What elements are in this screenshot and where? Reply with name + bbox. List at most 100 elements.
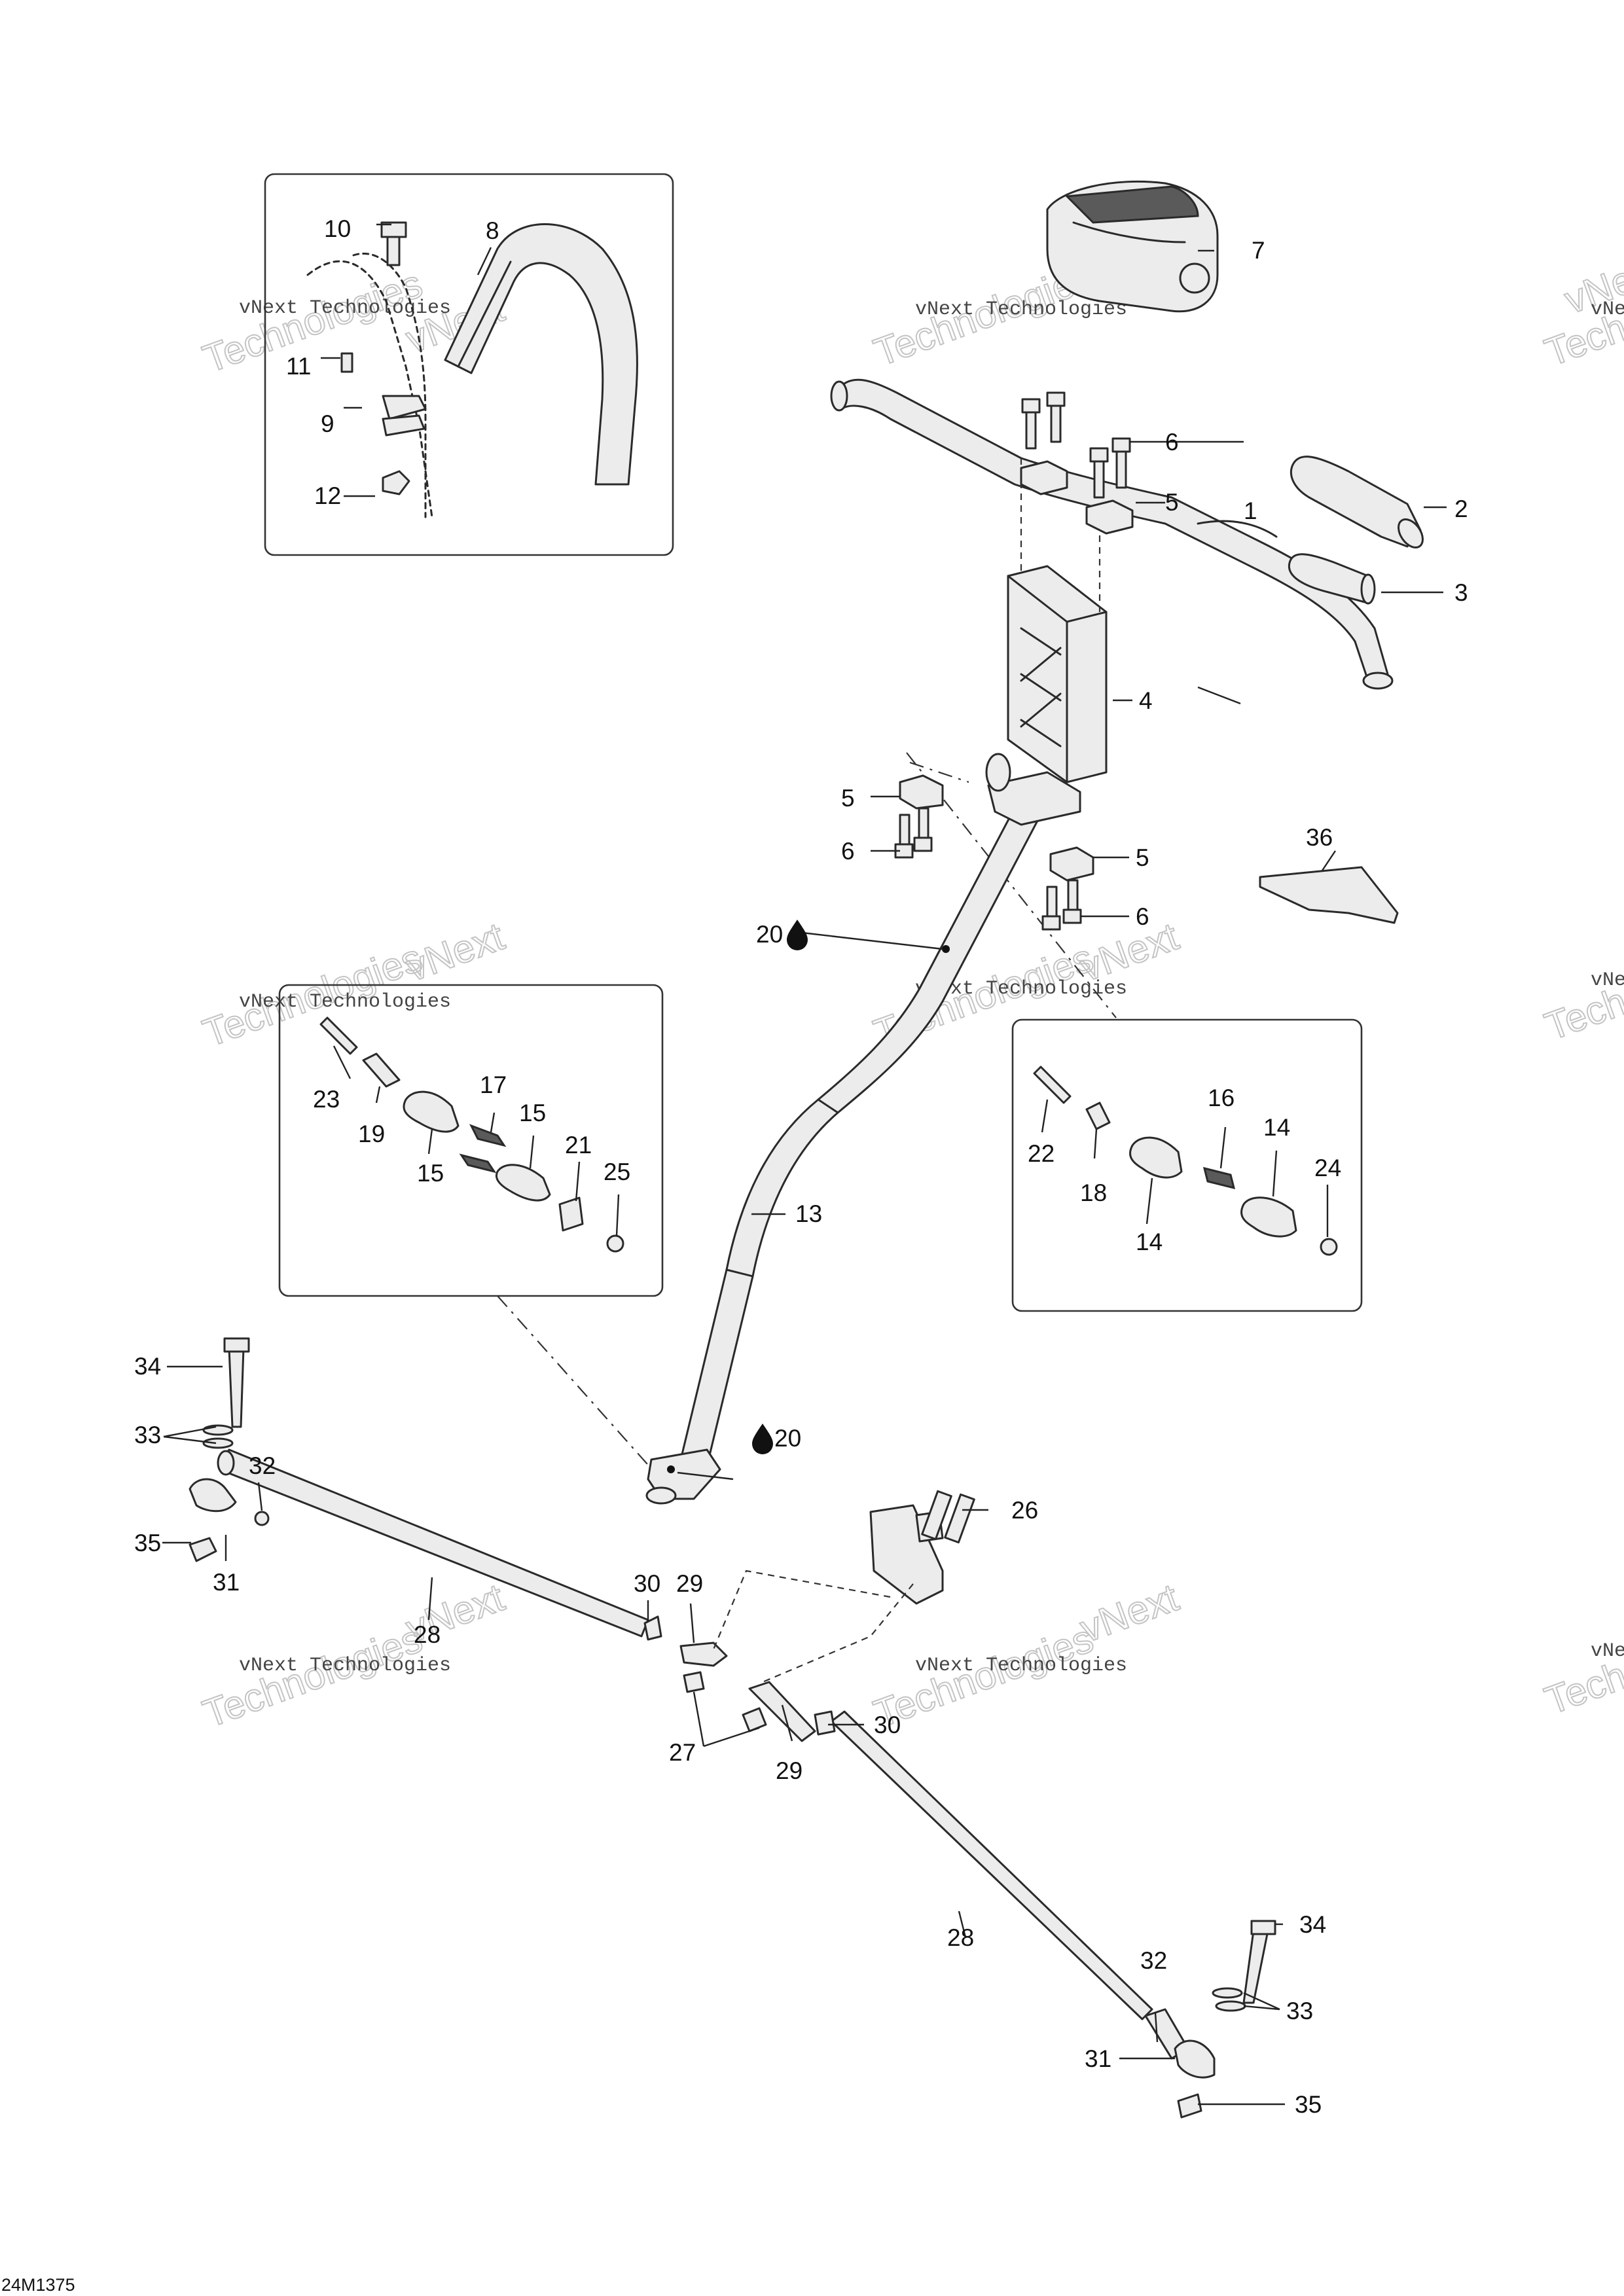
callout-36: 36 [1306, 824, 1333, 851]
clamp-parts-right [1033, 1066, 1338, 1256]
callout-6: 6 [1136, 903, 1149, 930]
watermark: Technologies vNext Technologies [1539, 928, 1624, 1049]
callout-5: 5 [841, 785, 855, 812]
handlebar-pad-cover [1046, 180, 1219, 313]
svg-text:vNext Technologies: vNext Technologies [1591, 969, 1624, 992]
handlebar-phantom-line [352, 252, 427, 518]
callout-1: 1 [1244, 497, 1257, 524]
callout-29: 29 [776, 1757, 803, 1784]
callout-5: 5 [1136, 844, 1149, 871]
callout-12: 12 [314, 482, 341, 509]
connector-line [497, 1295, 659, 1477]
callout-15: 15 [417, 1160, 444, 1187]
callout-32: 32 [1140, 1947, 1167, 1974]
connector-line [906, 752, 1117, 1018]
callout-14: 14 [1263, 1114, 1290, 1141]
callout-24: 24 [1314, 1155, 1341, 1181]
callout-34: 34 [1299, 1911, 1326, 1938]
inset-clamp-detail-left [278, 984, 664, 1297]
clip-9-lower [382, 414, 425, 437]
svg-text:vNext Technologies: vNext Technologies [1591, 298, 1624, 321]
bolts-lower [894, 807, 1082, 931]
callout-15: 15 [519, 1100, 546, 1126]
callout-8: 8 [486, 217, 499, 244]
clamp-cap [1049, 846, 1094, 882]
connector-line [909, 761, 969, 783]
callout-21: 21 [565, 1132, 592, 1158]
diagram-reference: 24M1375 [1, 2275, 75, 2295]
callout-2: 2 [1454, 495, 1468, 522]
callout-10: 10 [324, 215, 351, 242]
handlebar-pad [444, 223, 638, 486]
callout-4: 4 [1139, 687, 1153, 714]
steering-column [645, 753, 1081, 1505]
callout-33: 33 [1286, 1998, 1313, 2024]
callout-labels: 1 2 3 4 5 5 5 6 6 6 7 8 9 10 11 12 13 14… [134, 215, 1468, 2118]
bolt-head-10 [380, 221, 407, 238]
callout-9: 9 [321, 410, 334, 437]
clamp-cap [1085, 499, 1134, 535]
clamp-cap [899, 774, 944, 810]
callout-25: 25 [604, 1158, 630, 1185]
tie-rod-left [189, 1337, 649, 1638]
watermark: vNext Technologies vNext Technologies [197, 1575, 511, 1737]
svg-text:vNext Technologies: vNext Technologies [915, 298, 1127, 321]
callout-30: 30 [874, 1712, 901, 1738]
callout-3: 3 [1454, 579, 1468, 606]
riser-block [1007, 565, 1108, 783]
clip-9 [382, 395, 427, 420]
clamp-parts-left [319, 1016, 624, 1253]
inset-handlebar-detail [264, 173, 674, 556]
plate [1259, 866, 1399, 924]
callout-6: 6 [1165, 429, 1179, 456]
callout-6: 6 [841, 838, 855, 865]
callout-14: 14 [1136, 1229, 1163, 1255]
lubricant-drop-icon [787, 920, 808, 950]
callout-23: 23 [313, 1086, 340, 1113]
callout-29: 29 [676, 1570, 703, 1597]
leader-lines [162, 223, 1447, 2106]
handlebar [830, 378, 1394, 690]
grip-sleeve [1288, 553, 1376, 605]
svg-text:vNext Technologies: vNext Technologies [1591, 1640, 1624, 1662]
callout-28: 28 [947, 1924, 974, 1951]
callout-34: 34 [134, 1353, 161, 1380]
callout-35: 35 [134, 1530, 161, 1556]
svg-text:vNext Technologies: vNext Technologies [239, 1655, 451, 1677]
svg-text:vNext Technologies: vNext Technologies [239, 991, 451, 1013]
callout-18: 18 [1080, 1179, 1107, 1206]
callout-27: 27 [669, 1739, 696, 1766]
handlebar-inset-parts [306, 221, 638, 518]
callout-35: 35 [1295, 2091, 1322, 2118]
callout-19: 19 [358, 1121, 385, 1147]
center-linkage [643, 1490, 975, 1742]
callout-31: 31 [1085, 2045, 1111, 2072]
callout-22: 22 [1028, 1140, 1055, 1167]
bolt-shank [386, 234, 401, 266]
callout-26: 26 [1011, 1497, 1038, 1524]
callout-31: 31 [213, 1569, 240, 1596]
lubricant-drop-icon [752, 1424, 773, 1454]
handlebar-phantom-line [306, 260, 433, 518]
callout-32: 32 [249, 1452, 276, 1479]
wire [1197, 520, 1278, 538]
pad-edge-line [457, 260, 512, 368]
callout-7: 7 [1252, 237, 1265, 264]
clamp-cap [1020, 460, 1068, 495]
grip [1290, 456, 1424, 548]
callout-33: 33 [134, 1422, 161, 1448]
watermark: Technologies vNext Technologies [1539, 1602, 1624, 1723]
svg-text:vNext Technologies: vNext Technologies [915, 1655, 1127, 1677]
pin-11 [340, 352, 353, 373]
callout-11: 11 [286, 353, 311, 380]
bolts-top [1021, 391, 1131, 499]
watermark: vNext Technologies vNext Technologies [1539, 246, 1624, 376]
callout-17: 17 [480, 1071, 507, 1098]
tie-rod-right [830, 1710, 1276, 2119]
svg-text:Technologies: Technologies [1540, 1603, 1624, 1723]
inset-clamp-detail-right [1011, 1018, 1363, 1312]
callout-28: 28 [414, 1621, 441, 1648]
callout-20: 20 [756, 921, 783, 948]
callout-5: 5 [1165, 489, 1179, 516]
